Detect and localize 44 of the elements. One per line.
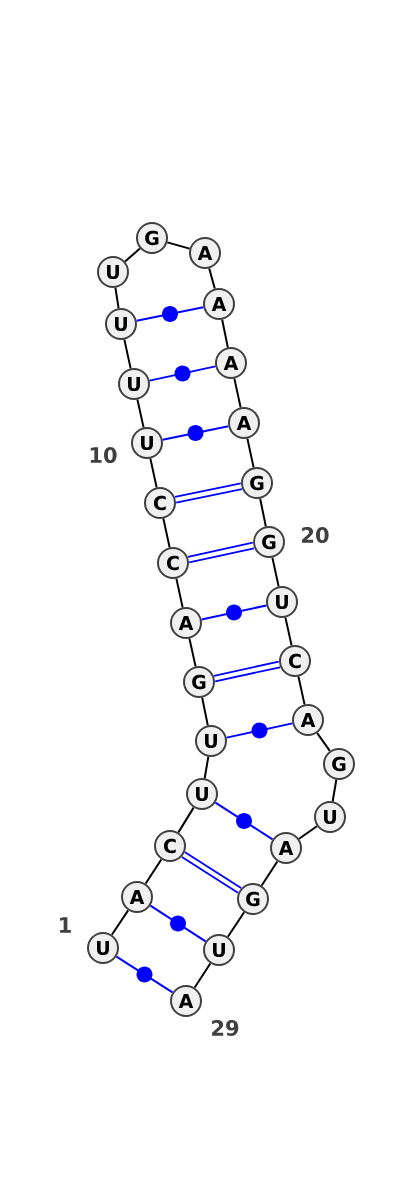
base-pair-line — [187, 541, 255, 564]
backbone-line — [162, 517, 171, 549]
backbone-line — [193, 962, 212, 989]
backbone-line — [331, 778, 338, 803]
backbone-line — [144, 858, 163, 885]
base-pair-line — [225, 722, 294, 739]
base-pair-line — [115, 955, 174, 994]
base-pair-line — [213, 660, 281, 683]
backbone-line — [297, 675, 306, 706]
backbone-line — [259, 497, 267, 528]
backbone-line — [149, 457, 158, 489]
position-number: 1 — [60, 917, 71, 933]
base-pair-line — [181, 851, 242, 894]
backbone-line — [110, 909, 130, 936]
backbone-line — [136, 398, 145, 429]
backbone-line — [188, 637, 197, 668]
backbone-line — [246, 437, 255, 469]
base-pair-line — [161, 425, 230, 441]
backbone-line — [123, 338, 132, 370]
position-number: 20 — [302, 527, 329, 543]
position-number: 29 — [212, 1020, 239, 1036]
backbone-line — [221, 318, 229, 349]
base-pair-line — [149, 904, 207, 943]
backbone-line — [208, 267, 216, 290]
backbone-line — [175, 577, 184, 609]
base-pair-line — [148, 365, 217, 382]
backbone-line — [284, 616, 293, 647]
base-pair-line — [200, 604, 268, 621]
backbone-line — [260, 860, 279, 887]
backbone-line — [226, 911, 246, 938]
position-number: 10 — [90, 447, 117, 463]
backbone-line — [124, 247, 141, 263]
backbone-line — [298, 825, 318, 840]
base-pair-line — [135, 306, 205, 322]
backbone-line — [316, 732, 331, 752]
base-pair-line — [174, 482, 243, 504]
backbone-line — [166, 241, 191, 250]
backbone-line — [271, 556, 280, 588]
backbone-line — [203, 755, 210, 780]
backbone-line — [233, 377, 242, 409]
backbone-line — [201, 696, 209, 727]
backbone-line — [114, 286, 120, 310]
base-pair-line — [214, 801, 274, 841]
backbone-line — [177, 806, 195, 834]
